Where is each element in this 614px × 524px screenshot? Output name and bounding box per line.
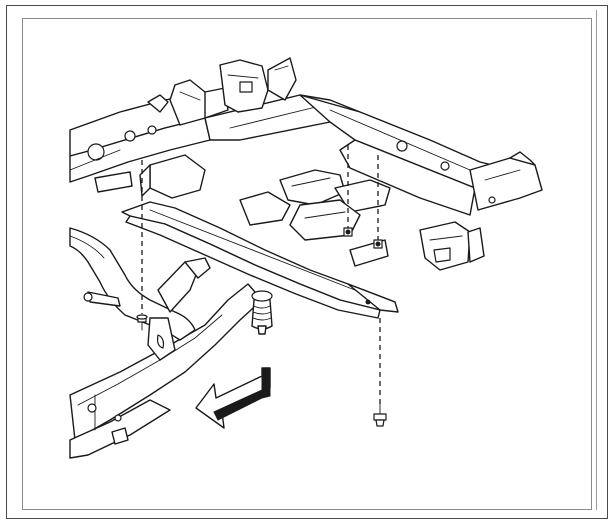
left-frame-rail xyxy=(69,283,263,459)
bolt-centre-left xyxy=(343,145,353,237)
rear-axle-housing xyxy=(69,227,211,361)
shock-absorber xyxy=(251,290,273,335)
bolt-centre-right xyxy=(373,155,383,249)
front-direction-arrow-icon xyxy=(195,367,271,429)
bolt-left xyxy=(136,160,148,331)
front-frame-assembly xyxy=(69,57,543,271)
bolt-lower xyxy=(373,318,387,427)
transmission-crossmember xyxy=(121,201,399,319)
frame-side-rule xyxy=(596,10,597,510)
